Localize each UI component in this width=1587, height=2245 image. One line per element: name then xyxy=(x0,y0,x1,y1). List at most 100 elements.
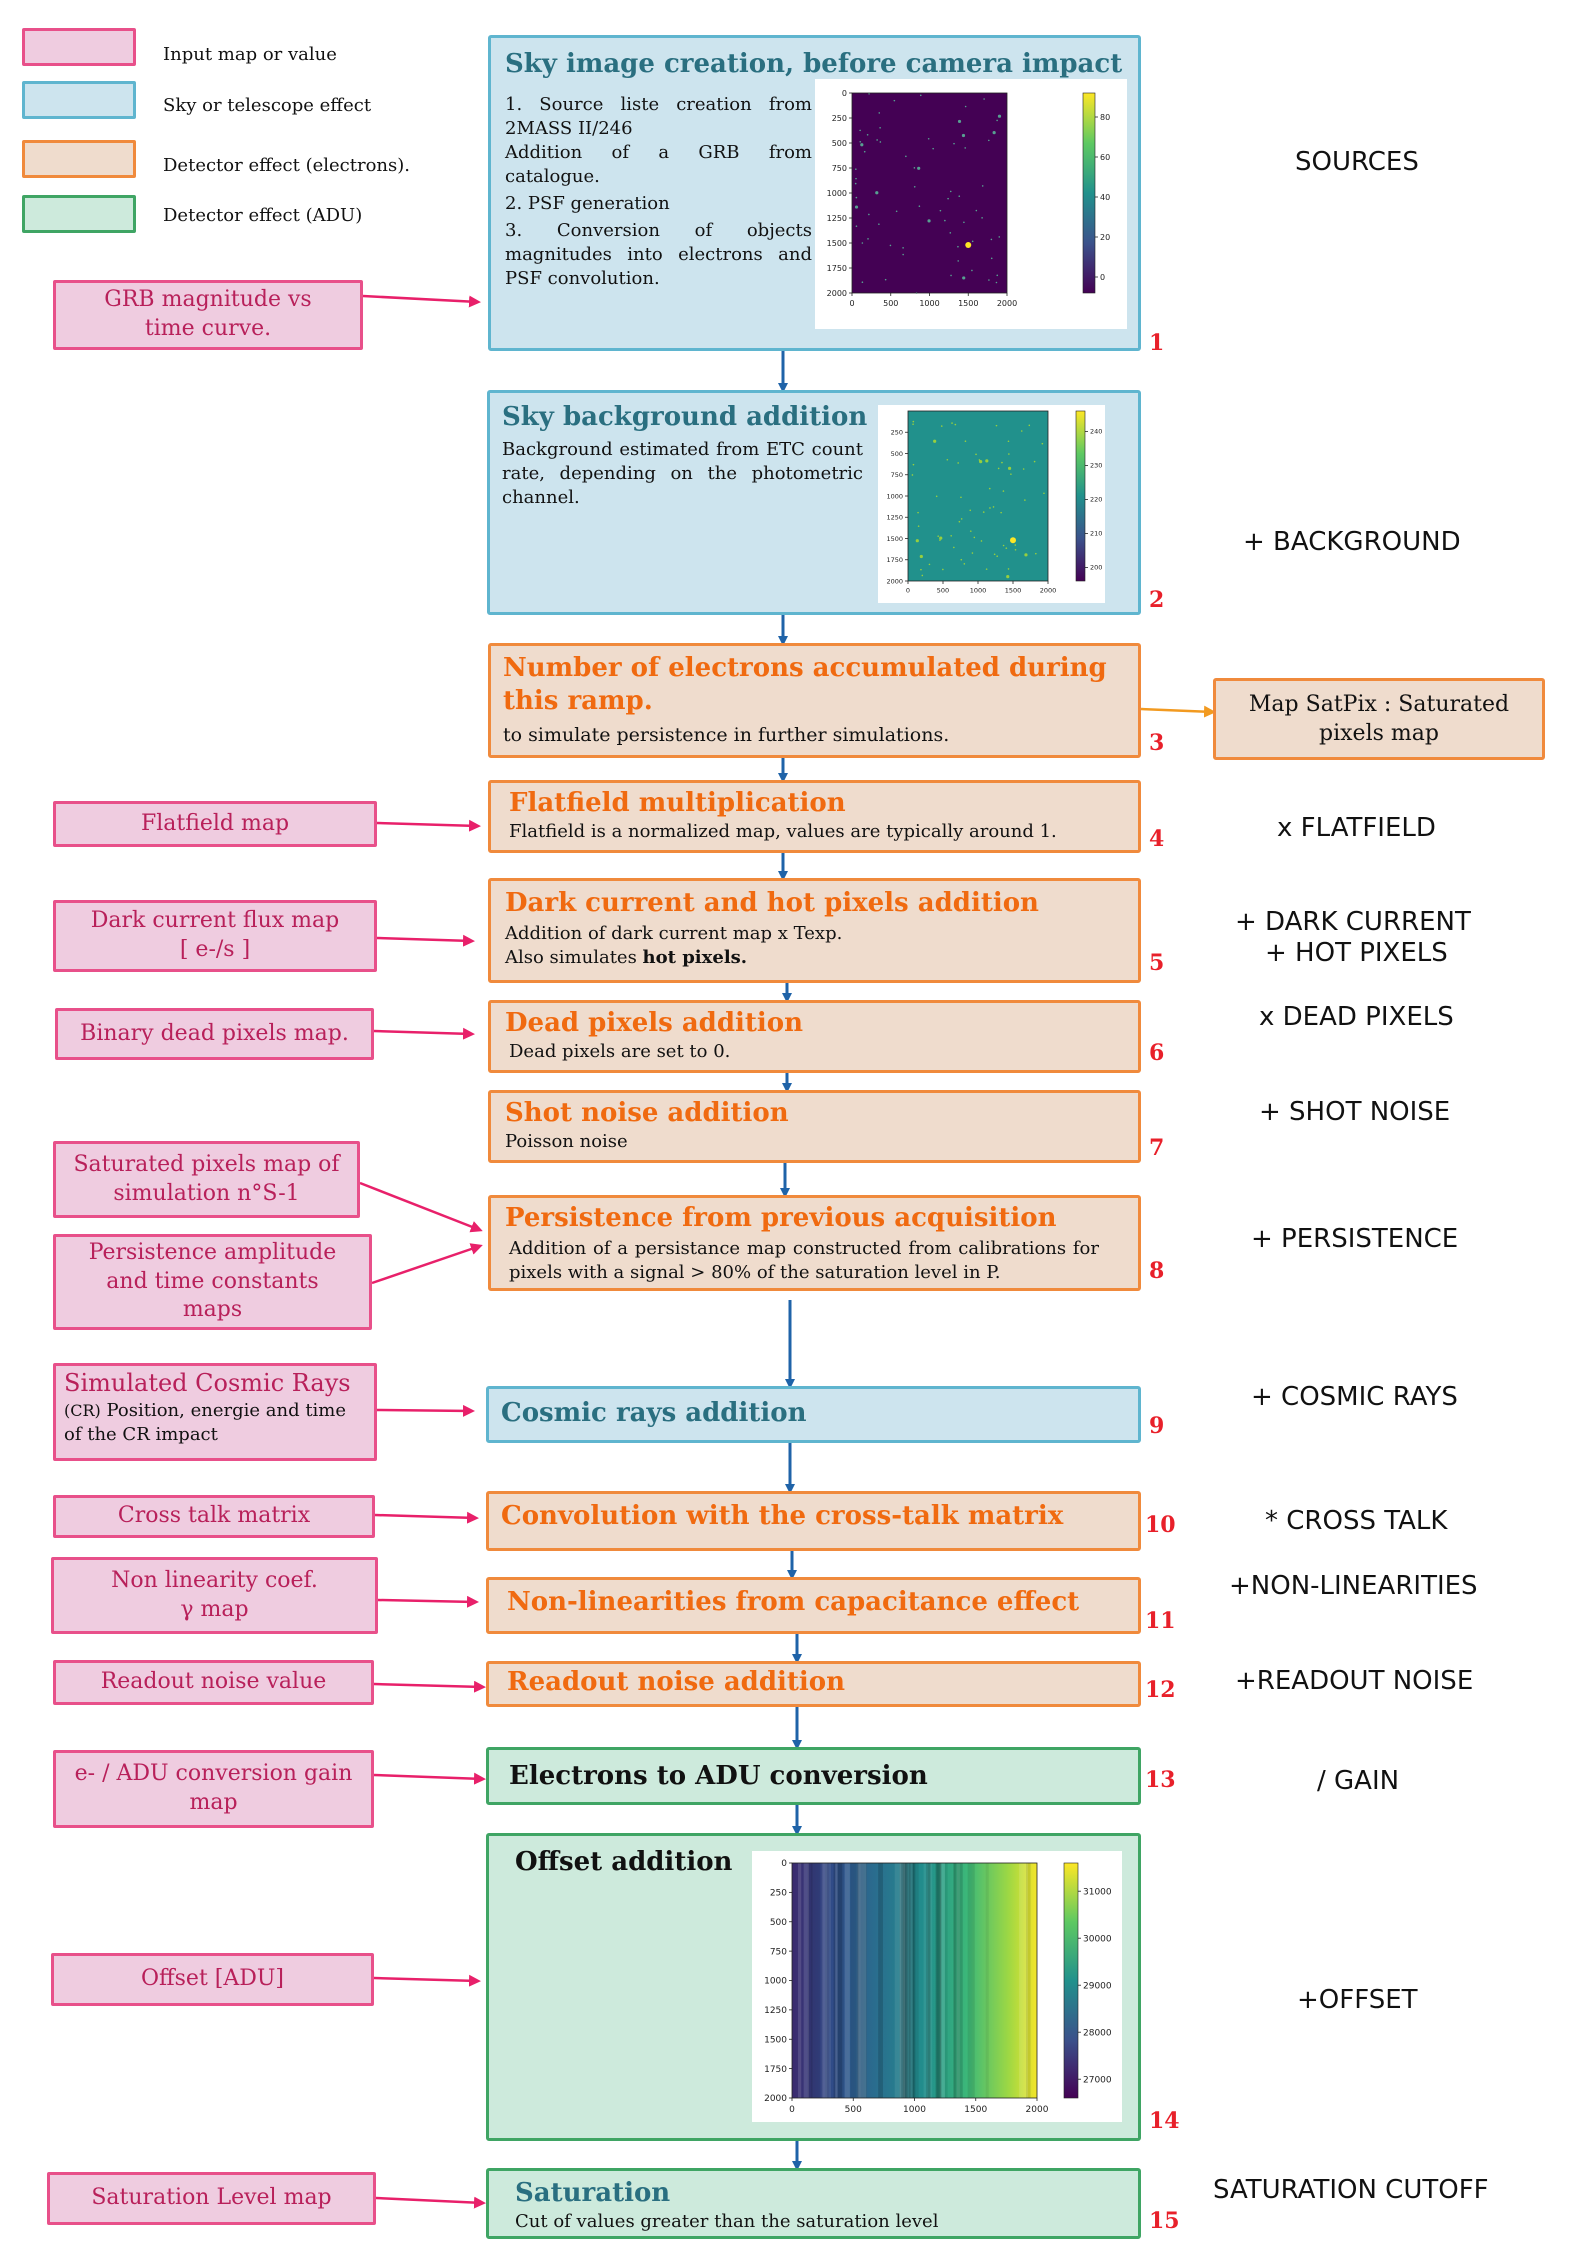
y-tick-label: 1250 xyxy=(827,214,847,223)
step-9-number: 9 xyxy=(1149,1413,1165,1439)
satpix-output-box: Map SatPix : Saturated pixels map xyxy=(1213,678,1545,760)
step-8-desc: Addition of a persistance map constructe… xyxy=(509,1238,1099,1284)
y-tick-label: 250 xyxy=(891,429,903,437)
colorbar-tick-label: 29000 xyxy=(1083,1981,1112,1991)
legend-swatch-detector-adu xyxy=(22,195,136,233)
y-tick-label: 500 xyxy=(770,1918,787,1928)
step-1-number: 1 xyxy=(1149,330,1165,356)
step-9-title: Cosmic rays addition xyxy=(501,1398,807,1428)
y-tick-label: 1000 xyxy=(764,1977,787,1987)
step-7-title: Shot noise addition xyxy=(505,1098,789,1128)
y-tick-label: 1000 xyxy=(827,189,847,198)
step-4-box: Flatfield multiplication Flatfield is a … xyxy=(488,780,1141,853)
step-1-title: Sky image creation, before camera impact xyxy=(505,49,1123,79)
y-tick-label: 2000 xyxy=(886,577,903,585)
colorbar-tick-label: 0 xyxy=(1100,273,1105,282)
y-tick-label: 1500 xyxy=(764,2035,787,2045)
step-7-desc: Poisson noise xyxy=(505,1131,628,1153)
colorbar-tick-label: 60 xyxy=(1100,153,1110,162)
input-non-linearity-map: Non linearity coef. γ map xyxy=(51,1557,378,1634)
x-tick-label: 0 xyxy=(849,299,854,308)
input-cosmic-rays: Simulated Cosmic Rays (CR) Position, ene… xyxy=(53,1363,377,1461)
colorbar-tick-label: 31000 xyxy=(1083,1887,1112,1897)
y-tick-label: 500 xyxy=(832,139,847,148)
arrow-dead xyxy=(373,1027,475,1040)
input-persistence-maps: Persistence amplitude and time constants… xyxy=(53,1234,372,1330)
step-11-box: Non-linearities from capacitance effect xyxy=(486,1577,1141,1634)
arrow-grb xyxy=(362,294,481,308)
step-10-number: 10 xyxy=(1145,1512,1176,1538)
satpix-output-line-1: Map SatPix : Saturated xyxy=(1248,691,1510,717)
step-6-desc: Dead pixels are set to 0. xyxy=(509,1041,731,1063)
y-tick-label: 250 xyxy=(770,1889,787,1899)
y-tick-label: 1750 xyxy=(827,264,847,273)
y-tick-label: 2000 xyxy=(764,2094,787,2104)
step-14-title: Offset addition xyxy=(515,1847,733,1877)
step-5-box: Dark current and hot pixels addition Add… xyxy=(488,878,1141,983)
step-6-number: 6 xyxy=(1149,1040,1165,1066)
step-12-number: 12 xyxy=(1145,1677,1176,1703)
legend-label-input: Input map or value xyxy=(163,44,337,65)
step-3-title: Number of electrons accumulated during t… xyxy=(503,653,1107,717)
label-dark-current: + DARK CURRENT xyxy=(1235,907,1471,937)
colorbar-tick-label: 28000 xyxy=(1083,2028,1112,2038)
x-tick-label: 2000 xyxy=(1040,587,1057,595)
step-2-desc: Background estimated from ETC count rate… xyxy=(502,439,863,508)
step-8-number: 8 xyxy=(1149,1258,1165,1284)
step-10-title: Convolution with the cross-talk matrix xyxy=(501,1501,1064,1531)
input-saturation-level-map: Saturation Level map xyxy=(47,2172,376,2225)
label-gain: / GAIN xyxy=(1317,1766,1400,1796)
y-tick-label: 750 xyxy=(770,1947,787,1957)
y-tick-label: 1750 xyxy=(886,556,903,564)
input-cross-talk-matrix: Cross talk matrix xyxy=(53,1495,375,1538)
x-tick-label: 1500 xyxy=(1005,587,1022,595)
y-tick-label: 500 xyxy=(891,450,903,458)
colorbar-tick-label: 27000 xyxy=(1083,2075,1112,2085)
step-5-number: 5 xyxy=(1149,950,1165,976)
y-tick-label: 1000 xyxy=(886,492,903,500)
step-4-desc: Flatfield is a normalized map, values ar… xyxy=(509,821,1057,843)
x-tick-label: 1500 xyxy=(964,2105,987,2115)
label-background: + BACKGROUND xyxy=(1243,527,1461,557)
colorbar-tick-label: 40 xyxy=(1100,193,1110,202)
x-tick-label: 500 xyxy=(937,587,949,595)
label-flatfield: x FLATFIELD xyxy=(1277,813,1436,843)
input-offset: Offset [ADU] xyxy=(51,1953,374,2006)
x-tick-label: 0 xyxy=(789,2105,795,2115)
legend-label-sky: Sky or telescope effect xyxy=(163,95,372,116)
input-dead-pixels-map: Binary dead pixels map. xyxy=(55,1008,374,1060)
y-tick-label: 250 xyxy=(832,114,847,123)
input-saturated-pixels-map: Saturated pixels map of simulation n°S-1 xyxy=(53,1141,360,1218)
legend-swatch-detector-electrons xyxy=(22,140,136,178)
y-tick-label: 1500 xyxy=(886,535,903,543)
step-2-title: Sky background addition xyxy=(502,402,868,432)
arrow-satlevel xyxy=(375,2196,486,2209)
legend-swatch-input xyxy=(22,28,136,66)
step-9-box: Cosmic rays addition xyxy=(486,1386,1141,1443)
arrow-dark xyxy=(376,934,475,947)
arrow-persist xyxy=(371,1243,483,1285)
step-8-box: Persistence from previous acquisition Ad… xyxy=(488,1195,1141,1291)
satpix-output-line-2: pixels map xyxy=(1319,721,1439,746)
x-tick-label: 1000 xyxy=(919,299,939,308)
label-offset: +OFFSET xyxy=(1297,1985,1418,2015)
y-tick-label: 1750 xyxy=(764,2065,787,2075)
arrow-flatfield xyxy=(376,819,481,832)
step-13-number: 13 xyxy=(1145,1767,1176,1793)
legend-label-detector-electrons: Detector effect (electrons). xyxy=(163,155,410,176)
step-15-desc: Cut of values greater than the saturatio… xyxy=(515,2211,939,2233)
x-tick-label: 1500 xyxy=(958,299,978,308)
arrow-cosmic xyxy=(376,1404,475,1417)
y-tick-label: 0 xyxy=(781,1859,787,1869)
step-7-number: 7 xyxy=(1149,1135,1165,1161)
step-3-box: Number of electrons accumulated during t… xyxy=(488,643,1141,758)
step-3-desc: to simulate persistence in further simul… xyxy=(503,723,950,746)
label-cosmic-rays: + COSMIC RAYS xyxy=(1251,1382,1458,1412)
step-15-title: Saturation xyxy=(515,2178,671,2208)
label-saturation-cutoff: SATURATION CUTOFF xyxy=(1213,2175,1489,2205)
step-1-desc: 1. Source liste creation from 2MASS II/2… xyxy=(505,94,812,289)
label-shot-noise: + SHOT NOISE xyxy=(1259,1097,1451,1127)
label-readout-noise: +READOUT NOISE xyxy=(1235,1666,1474,1696)
